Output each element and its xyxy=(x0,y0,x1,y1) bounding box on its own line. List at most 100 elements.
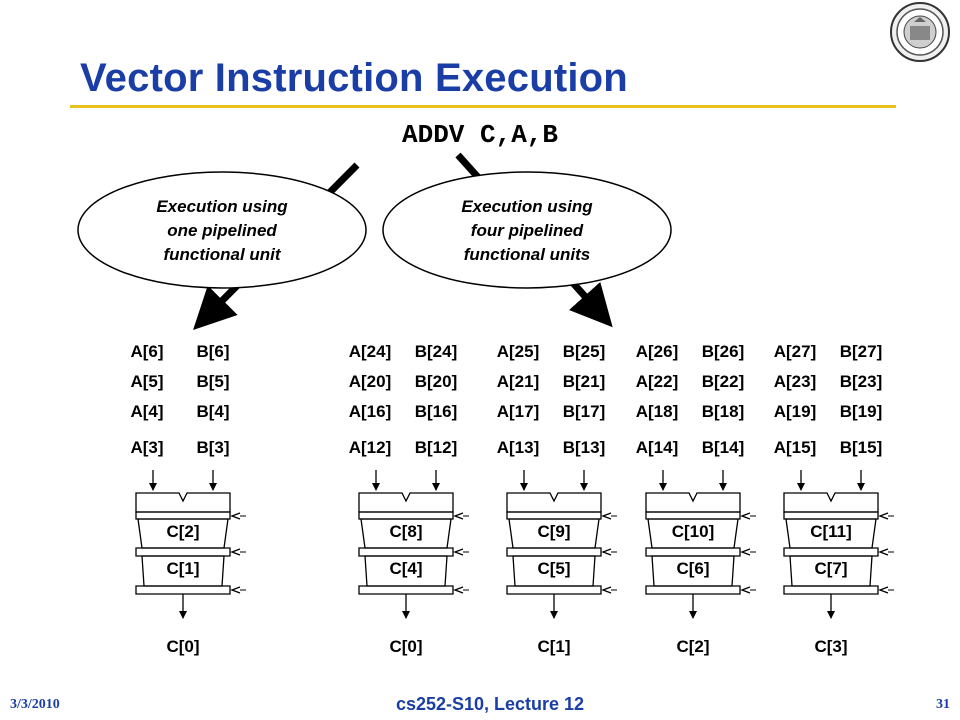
operand-a-label: A[15] xyxy=(773,438,817,457)
pipeline-register xyxy=(506,511,602,520)
adder-input-stage xyxy=(506,492,602,513)
clock-tick xyxy=(601,586,612,594)
operand-a-label: A[25] xyxy=(496,342,540,361)
operand-b-label: B[25] xyxy=(562,342,606,361)
oval-line: functional units xyxy=(463,245,591,264)
operand-b-label: B[20] xyxy=(414,372,458,391)
pipeline-register xyxy=(783,547,879,557)
clock-tick xyxy=(230,548,241,556)
operand-b-label: B[17] xyxy=(562,402,606,421)
pipeline-register xyxy=(783,585,879,595)
clock-tick xyxy=(878,512,889,520)
oval-four-units xyxy=(382,171,672,289)
pipeline-register xyxy=(135,547,231,557)
clock-tick xyxy=(601,512,612,520)
oval-line: four pipelined xyxy=(470,221,584,240)
operand-b-label: B[6] xyxy=(196,342,230,361)
operand-a-label: A[6] xyxy=(130,342,164,361)
footer-page-number: 31 xyxy=(936,697,950,712)
operand-b-label: B[12] xyxy=(414,438,458,457)
operand-a-label: A[17] xyxy=(496,402,540,421)
operand-b-label: B[5] xyxy=(196,372,230,391)
output-result-label: C[2] xyxy=(676,637,710,656)
oval-line: Execution using xyxy=(156,197,288,216)
output-result-label: C[3] xyxy=(814,637,848,656)
pipeline-register xyxy=(135,511,231,520)
operand-a-label: A[4] xyxy=(130,402,164,421)
operand-a-label: A[20] xyxy=(348,372,392,391)
operand-a-label: A[23] xyxy=(773,372,817,391)
operand-b-label: B[27] xyxy=(839,342,883,361)
oval-single-unit-text: Execution using one pipelined functional… xyxy=(112,195,332,267)
operand-b-label: B[16] xyxy=(414,402,458,421)
stage-result-label: C[10] xyxy=(671,522,715,541)
footer-lecture: cs252-S10, Lecture 12 xyxy=(395,694,585,714)
clock-tick xyxy=(453,512,464,520)
operand-b-label: B[13] xyxy=(562,438,606,457)
pipeline-register xyxy=(783,511,879,520)
operand-b-label: B[15] xyxy=(839,438,883,457)
stage-result-label: C[1] xyxy=(166,559,200,578)
operand-b-label: B[26] xyxy=(701,342,745,361)
clock-tick xyxy=(453,548,464,556)
adder-input-stage xyxy=(645,492,741,513)
oval-line: Execution using xyxy=(461,197,593,216)
oval-four-units-text: Execution using four pipelined functiona… xyxy=(417,195,637,267)
clock-tick xyxy=(740,586,751,594)
stage-result-label: C[9] xyxy=(537,522,571,541)
clock-tick xyxy=(878,586,889,594)
stage-result-label: C[5] xyxy=(537,559,571,578)
operand-a-label: A[13] xyxy=(496,438,540,457)
pipeline-register xyxy=(358,585,454,595)
oval-single-unit xyxy=(77,171,367,289)
pipeline-register xyxy=(645,511,741,520)
pipeline-register xyxy=(135,585,231,595)
clock-tick xyxy=(878,548,889,556)
operand-b-label: B[3] xyxy=(196,438,230,457)
clock-tick xyxy=(230,586,241,594)
pipeline-register xyxy=(506,547,602,557)
oval-line: functional unit xyxy=(163,245,281,264)
operand-a-label: A[18] xyxy=(635,402,679,421)
footer-date: 3/3/2010 xyxy=(10,697,60,712)
output-result-label: C[0] xyxy=(166,637,200,656)
operand-b-label: B[24] xyxy=(414,342,458,361)
operand-a-label: A[5] xyxy=(130,372,164,391)
output-result-label: C[0] xyxy=(389,637,423,656)
stage-result-label: C[4] xyxy=(389,559,423,578)
operand-a-label: A[16] xyxy=(348,402,392,421)
clock-tick xyxy=(230,512,241,520)
stage-result-label: C[8] xyxy=(389,522,423,541)
adder-input-stage xyxy=(135,492,231,513)
clock-tick xyxy=(601,548,612,556)
pipeline-register xyxy=(358,511,454,520)
clock-tick xyxy=(740,512,751,520)
operand-b-label: B[21] xyxy=(562,372,606,391)
operand-a-label: A[21] xyxy=(496,372,540,391)
operand-b-label: B[22] xyxy=(701,372,745,391)
output-result-label: C[1] xyxy=(537,637,571,656)
adder-input-stage xyxy=(783,492,879,513)
operand-a-label: A[22] xyxy=(635,372,679,391)
adder-input-stage xyxy=(358,492,454,513)
operand-b-label: B[4] xyxy=(196,402,230,421)
operand-b-label: B[18] xyxy=(701,402,745,421)
pipeline-register xyxy=(645,585,741,595)
operand-a-label: A[14] xyxy=(635,438,679,457)
stage-result-label: C[2] xyxy=(166,522,200,541)
clock-tick xyxy=(740,548,751,556)
stage-result-label: C[7] xyxy=(814,559,848,578)
clock-tick xyxy=(453,586,464,594)
operand-a-label: A[24] xyxy=(348,342,392,361)
pipeline-register xyxy=(358,547,454,557)
stage-result-label: C[11] xyxy=(810,522,852,541)
operand-b-label: B[19] xyxy=(839,402,883,421)
instruction-text: ADDV C,A,B xyxy=(401,120,559,150)
operand-a-label: A[27] xyxy=(773,342,817,361)
stage-result-label: C[6] xyxy=(676,559,710,578)
slide-title: Vector Instruction Execution xyxy=(80,56,628,100)
operand-b-label: B[14] xyxy=(701,438,745,457)
operand-a-label: A[12] xyxy=(348,438,392,457)
university-seal-icon xyxy=(890,2,950,62)
